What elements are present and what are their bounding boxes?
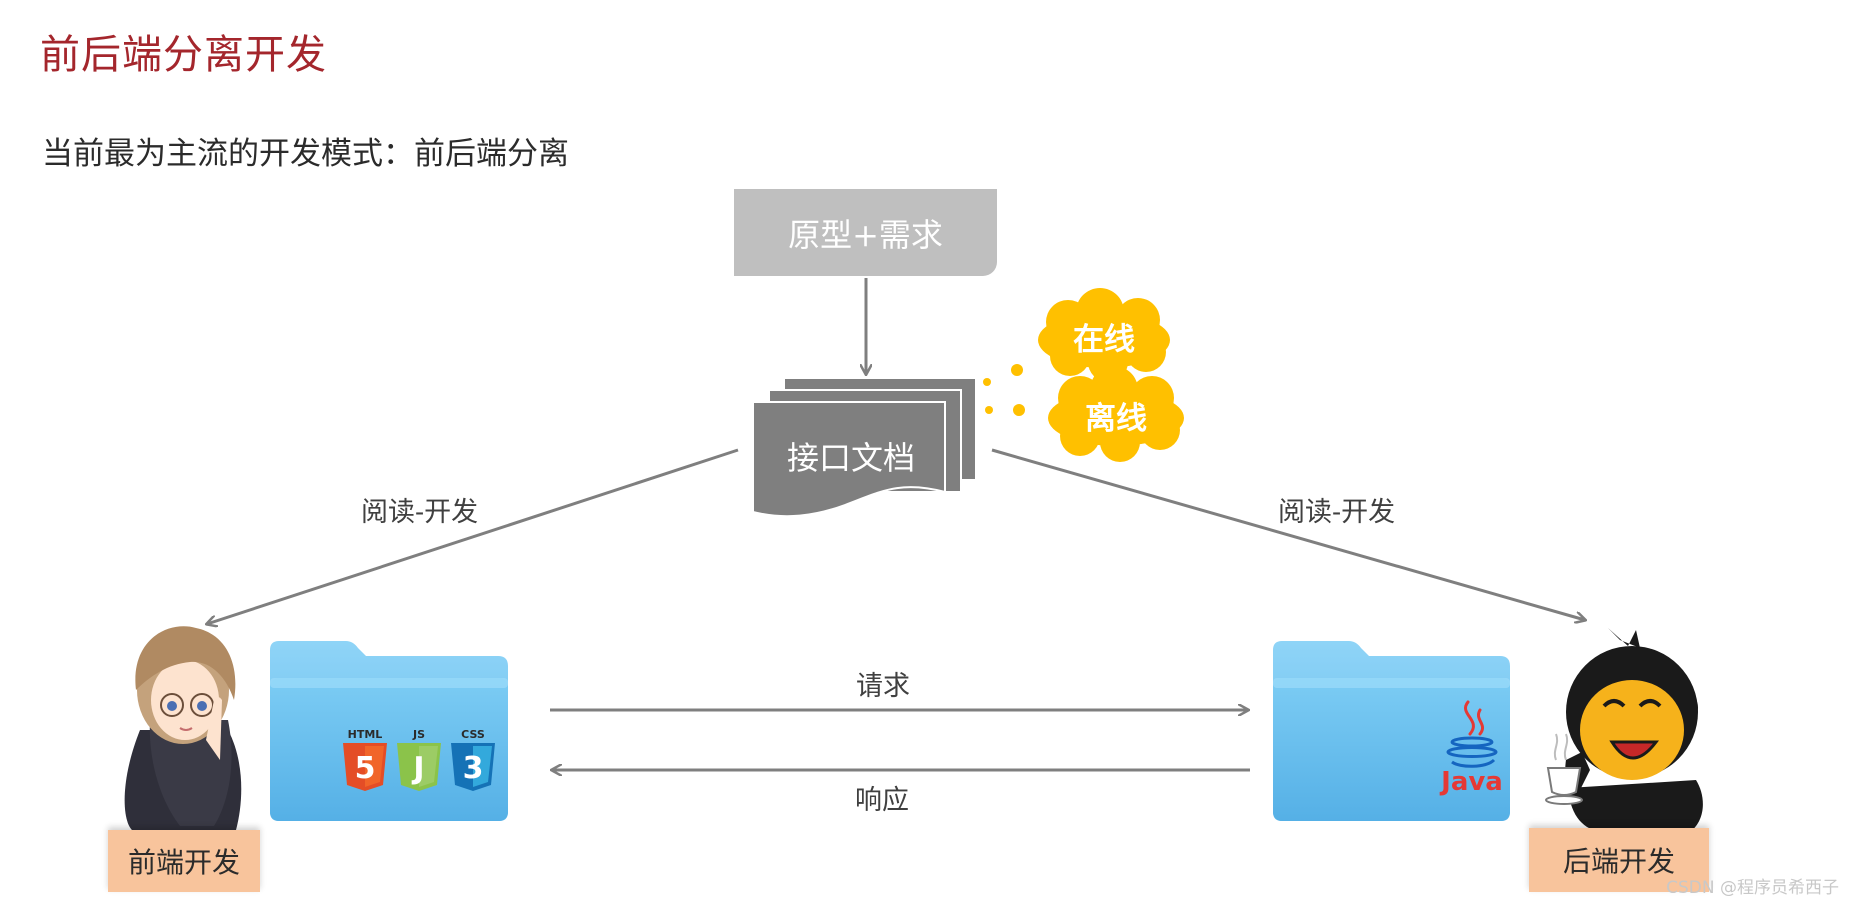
css3-icon: CSS 3 — [451, 728, 495, 791]
backend-folder-icon — [1273, 641, 1510, 821]
svg-text:CSS: CSS — [461, 728, 485, 741]
arrow-doc-to-frontend — [207, 448, 739, 624]
svg-text:HTML: HTML — [348, 728, 383, 741]
svg-text:3: 3 — [463, 751, 484, 786]
request-label: 请求 — [856, 671, 910, 702]
thought-dots — [983, 364, 1025, 416]
frontend-developer-avatar — [124, 626, 242, 830]
frontend-folder-icon — [270, 641, 508, 821]
watermark: CSDN @程序员希西子 — [1666, 878, 1839, 898]
prototype-requirements-box: 原型+需求 — [734, 189, 997, 276]
html5-icon: HTML 5 — [343, 728, 387, 791]
api-doc-label: 接口文档 — [786, 439, 915, 477]
offline-label: 离线 — [1085, 401, 1147, 437]
read-develop-right-label: 阅读-开发 — [1278, 497, 1396, 528]
slide-subtitle: 当前最为主流的开发模式：前后端分离 — [42, 136, 569, 172]
cloud-offline — [1048, 366, 1184, 462]
read-develop-left-label: 阅读-开发 — [361, 497, 479, 528]
svg-text:5: 5 — [355, 751, 376, 786]
backend-role-label: 后端开发 — [1529, 828, 1709, 892]
js-icon: JS J — [397, 728, 441, 791]
backend-developer-avatar — [1545, 628, 1703, 832]
api-doc-stack — [752, 377, 977, 518]
svg-text:Java: Java — [1439, 767, 1503, 797]
response-label: 响应 — [855, 785, 909, 816]
java-icon: Java — [1439, 700, 1503, 797]
slide-title: 前后端分离开发 — [40, 32, 327, 78]
online-label: 在线 — [1073, 322, 1135, 358]
svg-text:JS: JS — [412, 728, 425, 741]
frontend-role-label: 前端开发 — [108, 830, 260, 892]
cloud-online — [1038, 288, 1170, 382]
svg-text:J: J — [411, 751, 424, 786]
arrow-doc-to-backend — [991, 448, 1585, 620]
